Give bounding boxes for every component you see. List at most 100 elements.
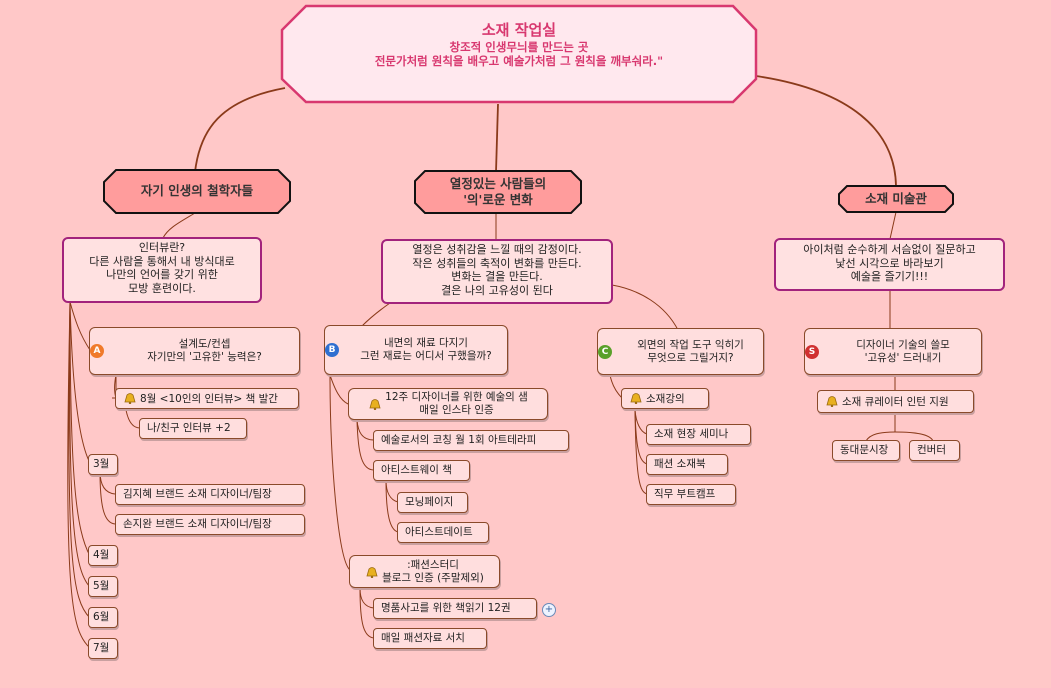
fashion-study-node[interactable]: :패션스터디 블로그 인증 (주말제외): [349, 555, 500, 588]
center-desc-line: 변화는 결을 만든다.: [451, 270, 543, 283]
art-spring-line2: 매일 인스타 인증: [419, 404, 494, 416]
interviewee-node[interactable]: 손지완 브랜드 소재 디자이너/팀장: [115, 514, 305, 535]
center-desc-line: 결은 나의 고유성이 된다: [441, 283, 553, 297]
main-topic-center-line2: '의'로운 변화: [463, 192, 533, 207]
intern-label: 소재 큐레이터 인턴 지원: [842, 396, 949, 408]
main-octagon-center: [414, 170, 582, 214]
seminar-label: 소재 현장 세미나: [654, 428, 729, 440]
topic-a[interactable]: A 설계도/컨셉 자기만의 '고유한' 능력은?: [89, 327, 300, 375]
right-desc-line: 아이처럼 순수하게 서슴없이 질문하고: [803, 243, 976, 256]
art-spring-node[interactable]: 12주 디자이너를 위한 예술의 샘 매일 인스타 인증: [348, 388, 548, 420]
left-desc-line: 나만의 언어를 갖기 위한: [106, 268, 218, 281]
morning-pages-label: 모닝페이지: [405, 496, 454, 508]
month-label: 6월: [93, 611, 110, 623]
converter-node[interactable]: 컨버터: [909, 440, 960, 461]
root-motto: 전문가처럼 원칙을 배우고 예술가처럼 그 원칙을 깨부숴라.": [374, 54, 664, 68]
topic-a-line1: 설계도/컨셉: [178, 338, 231, 350]
fashion-study-line2: 블로그 인증 (주말제외): [382, 571, 484, 584]
friend-interview-label: 나/친구 인터뷰 +2: [147, 422, 231, 434]
book-release-node[interactable]: 8월 <10인의 인터뷰> 책 발간: [115, 388, 299, 409]
market-label: 동대문시장: [840, 444, 889, 456]
center-desc-line: 작은 성취들의 축적이 변화를 만든다.: [412, 256, 582, 270]
marker-s-icon: S: [805, 344, 819, 359]
root-octagon: [280, 4, 758, 104]
artist-date-label: 아티스트데이트: [405, 526, 473, 538]
morning-pages-node[interactable]: 모닝페이지: [397, 492, 468, 513]
topic-s-line2: '고유성' 드러내기: [864, 351, 942, 364]
topic-c-line1: 외면의 작업 도구 익히기: [637, 338, 744, 351]
root-title: 소재 작업실: [481, 21, 557, 39]
month-node[interactable]: 7월: [88, 638, 118, 659]
main-topic-right[interactable]: 소재 미술관: [839, 191, 953, 207]
bell-icon: [124, 393, 136, 404]
material-book-node[interactable]: 패션 소재북: [646, 454, 728, 475]
right-description[interactable]: 아이처럼 순수하게 서슴없이 질문하고 낯선 시각으로 바라보기 예술을 즐기기…: [774, 238, 1005, 291]
coaching-node[interactable]: 예술로서의 코칭 월 1회 아트테라피: [373, 430, 569, 451]
interviewee-node[interactable]: 김지혜 브랜드 소재 디자이너/팀장: [115, 484, 305, 505]
marker-b-icon: B: [325, 343, 339, 357]
bootcamp-node[interactable]: 직무 부트캠프: [646, 484, 736, 505]
month-node[interactable]: 6월: [88, 607, 118, 628]
art-spring-line1: 12주 디자이너를 위한 예술의 샘: [385, 391, 528, 403]
left-description[interactable]: 인터뷰란? 다른 사람을 통해서 내 방식대로 나만의 언어를 갖기 위한 모방…: [62, 237, 262, 303]
book-release-label: 8월 <10인의 인터뷰> 책 발간: [140, 393, 278, 405]
reading-label: 명품사고를 위한 책읽기 12권: [381, 602, 511, 614]
converter-label: 컨버터: [917, 444, 946, 456]
month-node[interactable]: 3월: [88, 454, 118, 475]
month-label: 5월: [93, 580, 110, 592]
main-topic-center[interactable]: 열정있는 사람들의 '의'로운 변화: [415, 176, 581, 208]
right-desc-line: 예술을 즐기기!!!: [850, 270, 929, 283]
artist-way-node[interactable]: 아티스트웨이 책: [373, 460, 470, 481]
bell-icon: [369, 399, 381, 410]
month-label: 7월: [93, 642, 110, 654]
bell-icon: [366, 566, 378, 578]
topic-s[interactable]: S 디자이너 기술의 쓸모 '고유성' 드러내기: [804, 328, 982, 375]
bootcamp-label: 직무 부트캠프: [654, 488, 716, 500]
topic-a-line2: 자기만의 '고유한' 능력은?: [147, 351, 262, 363]
left-desc-line: 모방 훈련이다.: [128, 281, 196, 295]
main-topic-left-label: 자기 인생의 철학자들: [140, 183, 254, 198]
month-node[interactable]: 5월: [88, 576, 118, 597]
month-label: 4월: [93, 549, 110, 561]
center-desc-line: 열정은 성취감을 느낄 때의 감정이다.: [412, 243, 582, 256]
marker-a-icon: A: [90, 344, 104, 358]
expand-plus-icon[interactable]: +: [542, 603, 556, 617]
topic-b[interactable]: B 내면의 재료 다지기 그런 재료는 어디서 구했을까?: [324, 325, 508, 375]
interviewee-label: 손지완 브랜드 소재 디자이너/팀장: [123, 518, 272, 530]
left-desc-line: 다른 사람을 통해서 내 방식대로: [89, 254, 235, 268]
artist-way-label: 아티스트웨이 책: [381, 464, 452, 476]
root-subtitle: 창조적 인생무늬를 만드는 곳: [449, 40, 589, 54]
coaching-label: 예술로서의 코칭 월 1회 아트테라피: [381, 434, 537, 446]
fashion-search-label: 매일 패션자료 서치: [381, 632, 465, 644]
material-lecture-node[interactable]: 소재강의: [621, 388, 709, 409]
material-lecture-label: 소재강의: [646, 393, 685, 405]
root-topic[interactable]: 소재 작업실 창조적 인생무늬를 만드는 곳 전문가처럼 원칙을 배우고 예술가…: [282, 20, 756, 68]
main-octagon-right: [838, 185, 954, 213]
marker-c-icon: C: [598, 344, 612, 359]
main-topic-left[interactable]: 자기 인생의 철학자들: [104, 175, 290, 207]
fashion-study-line1: :패션스터디: [407, 558, 459, 571]
topic-s-line1: 디자이너 기술의 쓸모: [856, 338, 950, 351]
main-topic-right-label: 소재 미술관: [865, 191, 927, 206]
topic-c[interactable]: C 외면의 작업 도구 익히기 무엇으로 그릴거지?: [597, 328, 764, 375]
seminar-node[interactable]: 소재 현장 세미나: [646, 424, 751, 445]
artist-date-node[interactable]: 아티스트데이트: [397, 522, 489, 543]
interviewee-label: 김지혜 브랜드 소재 디자이너/팀장: [123, 488, 272, 500]
topic-b-line1: 내면의 재료 다지기: [384, 337, 468, 349]
bell-icon: [630, 393, 642, 404]
market-node[interactable]: 동대문시장: [832, 440, 900, 461]
bell-icon: [826, 396, 838, 407]
topic-c-line2: 무엇으로 그릴거지?: [647, 351, 734, 364]
friend-interview-node[interactable]: 나/친구 인터뷰 +2: [139, 418, 247, 439]
right-desc-line: 낯선 시각으로 바라보기: [835, 256, 944, 270]
main-octagon-left: [103, 169, 291, 214]
left-desc-line: 인터뷰란?: [138, 241, 186, 254]
center-description[interactable]: 열정은 성취감을 느낄 때의 감정이다. 작은 성취들의 축적이 변화를 만든다…: [381, 239, 613, 304]
month-label: 3월: [93, 458, 110, 470]
topic-b-line2: 그런 재료는 어디서 구했을까?: [360, 350, 492, 362]
intern-node[interactable]: 소재 큐레이터 인턴 지원: [817, 390, 974, 413]
reading-node[interactable]: 명품사고를 위한 책읽기 12권: [373, 598, 537, 619]
fashion-search-node[interactable]: 매일 패션자료 서치: [373, 628, 487, 649]
month-node[interactable]: 4월: [88, 545, 118, 566]
